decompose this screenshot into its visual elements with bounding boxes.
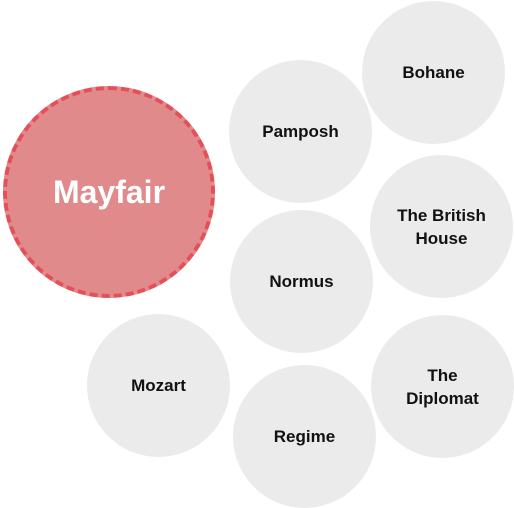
bubble-the-british-house[interactable]: The British House	[370, 155, 513, 298]
bubble-label: The British House	[397, 205, 486, 248]
bubble-normus[interactable]: Normus	[230, 210, 373, 353]
bubble-regime[interactable]: Regime	[233, 365, 376, 508]
bubble-mozart[interactable]: Mozart	[87, 314, 230, 457]
bubble-label: Mozart	[131, 376, 186, 395]
bubble-label: The Diplomat	[406, 365, 479, 408]
bubble-label: Mayfair	[52, 174, 166, 210]
bubble-label: Normus	[269, 272, 334, 291]
bubble-label: Bohane	[402, 63, 465, 82]
bubble-mayfair[interactable]: Mayfair	[3, 86, 215, 298]
bubble-bohane[interactable]: Bohane	[362, 1, 505, 144]
bubble-the-diplomat[interactable]: The Diplomat	[371, 315, 514, 458]
bubble-label: Regime	[273, 427, 336, 446]
bubble-pamposh[interactable]: Pamposh	[229, 60, 372, 203]
bubble-label: Pamposh	[262, 122, 339, 141]
